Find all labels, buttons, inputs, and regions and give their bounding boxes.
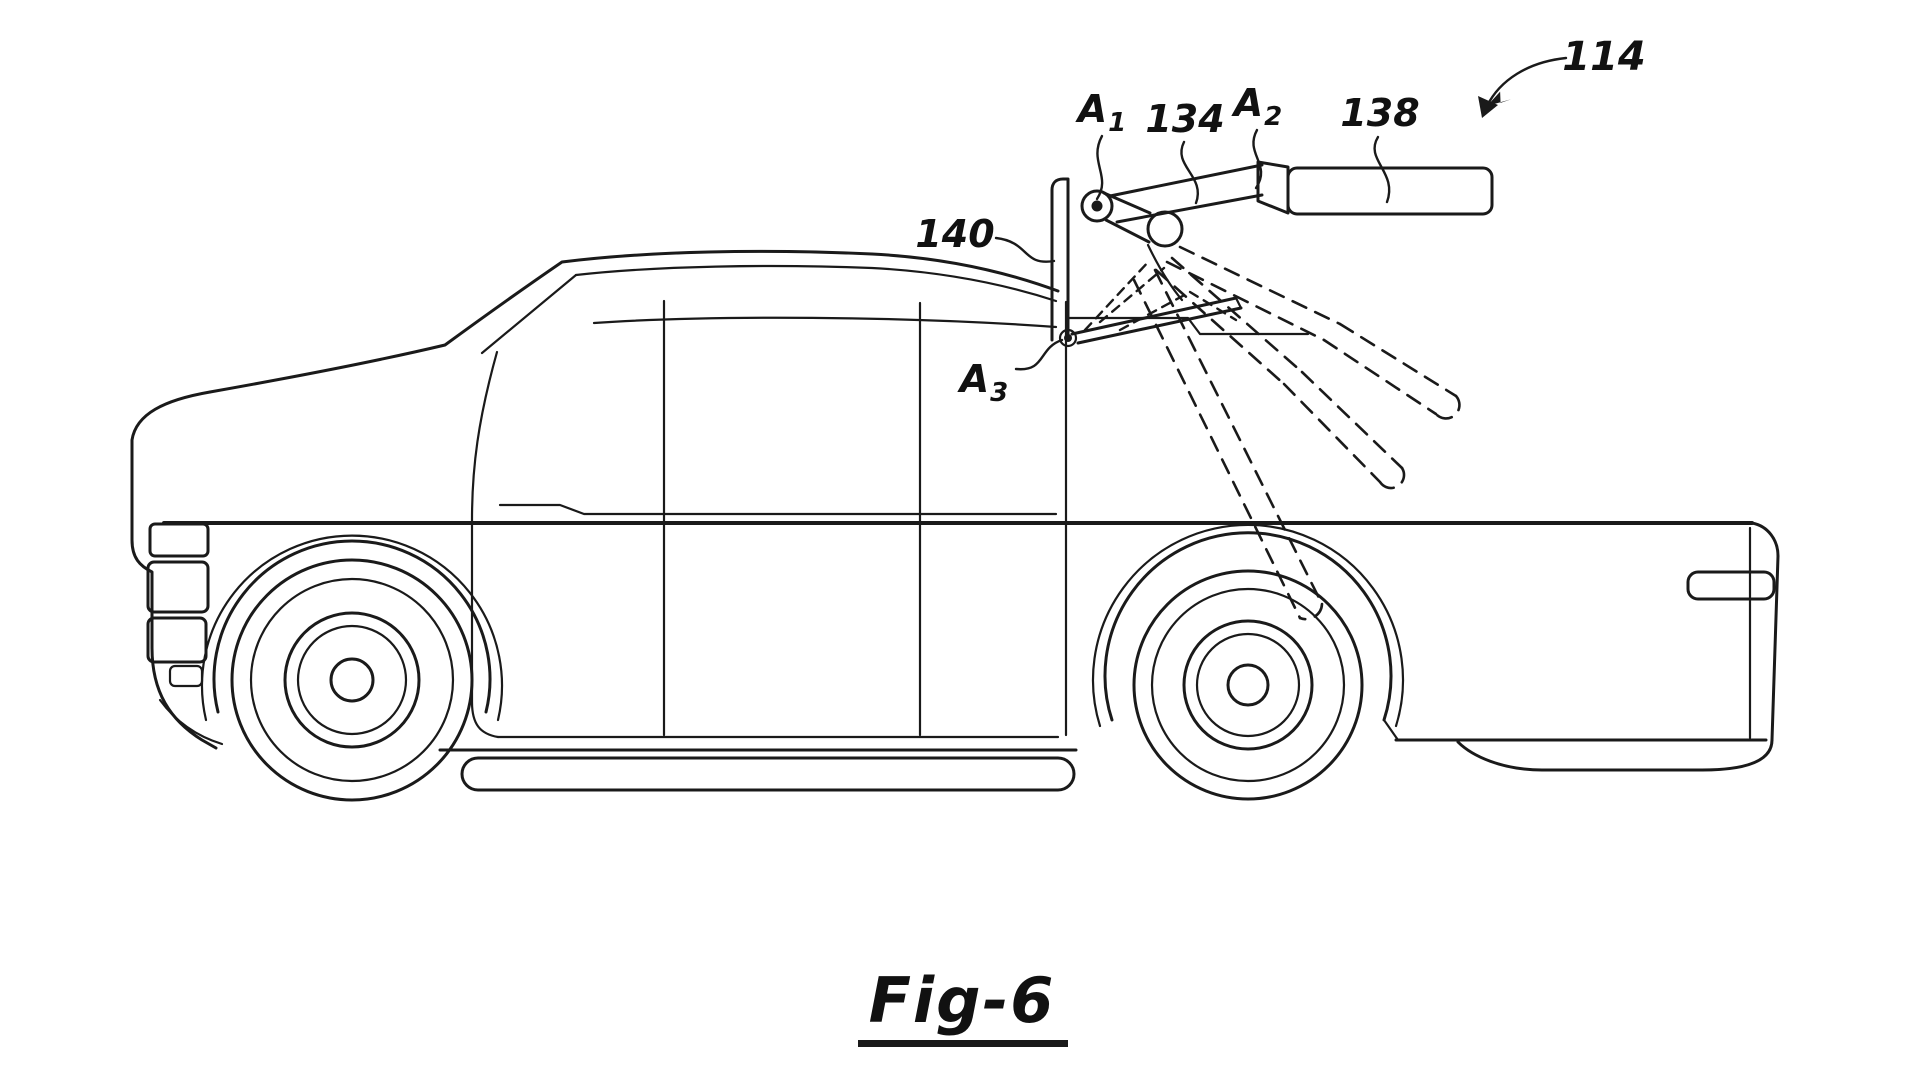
leader-134 [1180,140,1199,205]
leader-138 [1373,135,1391,204]
leader-a3 [1014,338,1064,371]
dashed-position-lowered [1132,268,1324,621]
leader-a1 [1095,134,1104,201]
label-A2: A2 [1231,81,1283,132]
label-114: 114 [1562,34,1646,80]
figure-caption-text: Fig-6 [869,964,1056,1037]
dashed-position-middle [1154,256,1406,490]
label-134: 134 [1145,97,1224,141]
label-A3: A3 [957,357,1009,408]
label-A1: A1 [1075,87,1127,138]
label-140: 140 [915,212,994,256]
arrow-114-icon [1478,56,1568,118]
figure-caption: Fig-6 [858,964,1068,1047]
caption-underline [858,1040,1068,1047]
truck-body-outline [130,249,1754,792]
rear-wheel [1091,523,1405,801]
base-pivot-a3 [1058,328,1078,348]
dashed-linkage-traces [1083,258,1238,332]
leader-140 [994,236,1056,263]
front-wheel [200,534,504,802]
arm-pivot [1146,210,1184,248]
label-138: 138 [1340,91,1419,135]
arm-134 [1108,163,1264,224]
leader-a2 [1252,128,1263,190]
leader-lines [994,56,1568,371]
upper-pivot-a1 [1080,189,1114,223]
mast-140 [1050,177,1310,348]
taillight [1686,570,1776,601]
panel-138 [1256,160,1494,216]
dashed-position-upper [1165,245,1461,420]
tailgate-rear [1382,521,1780,772]
